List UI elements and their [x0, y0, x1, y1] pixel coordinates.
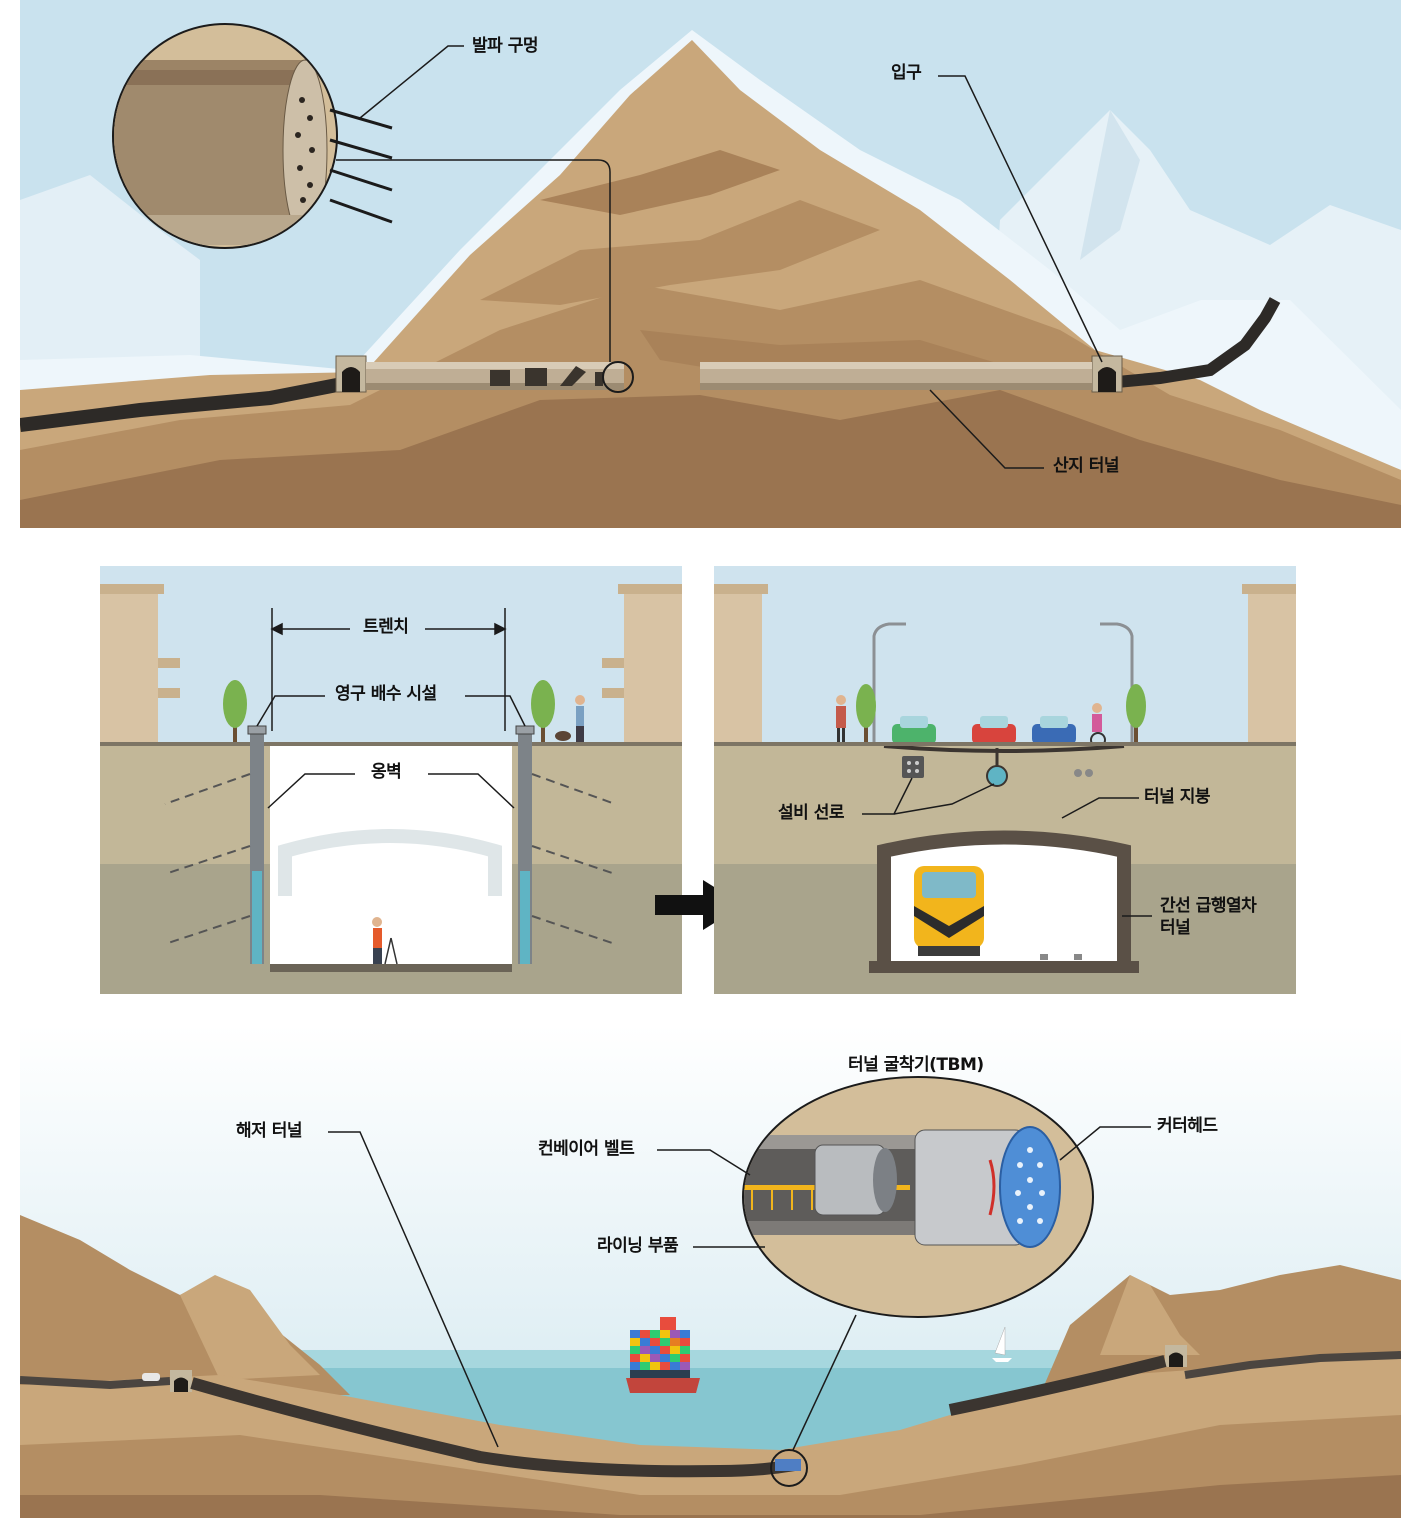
- trench-illustration: [100, 566, 682, 994]
- mountain-tunnel-panel: 발파 구멍 입구 산지 터널: [20, 0, 1401, 528]
- completed-tunnel-illustration: [714, 566, 1296, 994]
- undersea-tunnel-panel: 터널 굴착기(TBM) 해저 터널 컨베이어 벨트 커터헤드 라이닝 부품: [20, 1025, 1401, 1518]
- express-train-tunnel-label-line2: 터널: [1160, 918, 1191, 938]
- utility-lines-label: 설비 선로: [778, 803, 844, 823]
- permanent-drainage-label: 영구 배수 시설: [335, 684, 437, 704]
- conveyor-belt-label: 컨베이어 벨트: [538, 1139, 635, 1159]
- trench-label: 트렌치: [363, 617, 409, 637]
- trench-panel: 트렌치 영구 배수 시설 옹벽: [100, 566, 682, 994]
- tunnel-roof-label: 터널 지붕: [1144, 787, 1210, 807]
- retaining-wall-label: 옹벽: [371, 762, 402, 782]
- mountain-tunnel-label: 산지 터널: [1053, 456, 1119, 476]
- undersea-tunnel-label: 해저 터널: [236, 1121, 302, 1141]
- undersea-illustration: [20, 1025, 1401, 1518]
- completed-tunnel-panel: 설비 선로 터널 지붕 간선 급행열차 터널: [714, 566, 1296, 994]
- lining-segments-label: 라이닝 부품: [597, 1236, 679, 1256]
- cutter-head-label: 커터헤드: [1157, 1116, 1218, 1136]
- entrance-label: 입구: [891, 63, 922, 83]
- express-train-tunnel-label-line1: 간선 급행열차: [1160, 896, 1257, 916]
- blast-holes-label: 발파 구멍: [472, 36, 538, 56]
- tbm-title-label: 터널 굴착기(TBM): [848, 1055, 984, 1075]
- mountain-illustration: [20, 0, 1401, 528]
